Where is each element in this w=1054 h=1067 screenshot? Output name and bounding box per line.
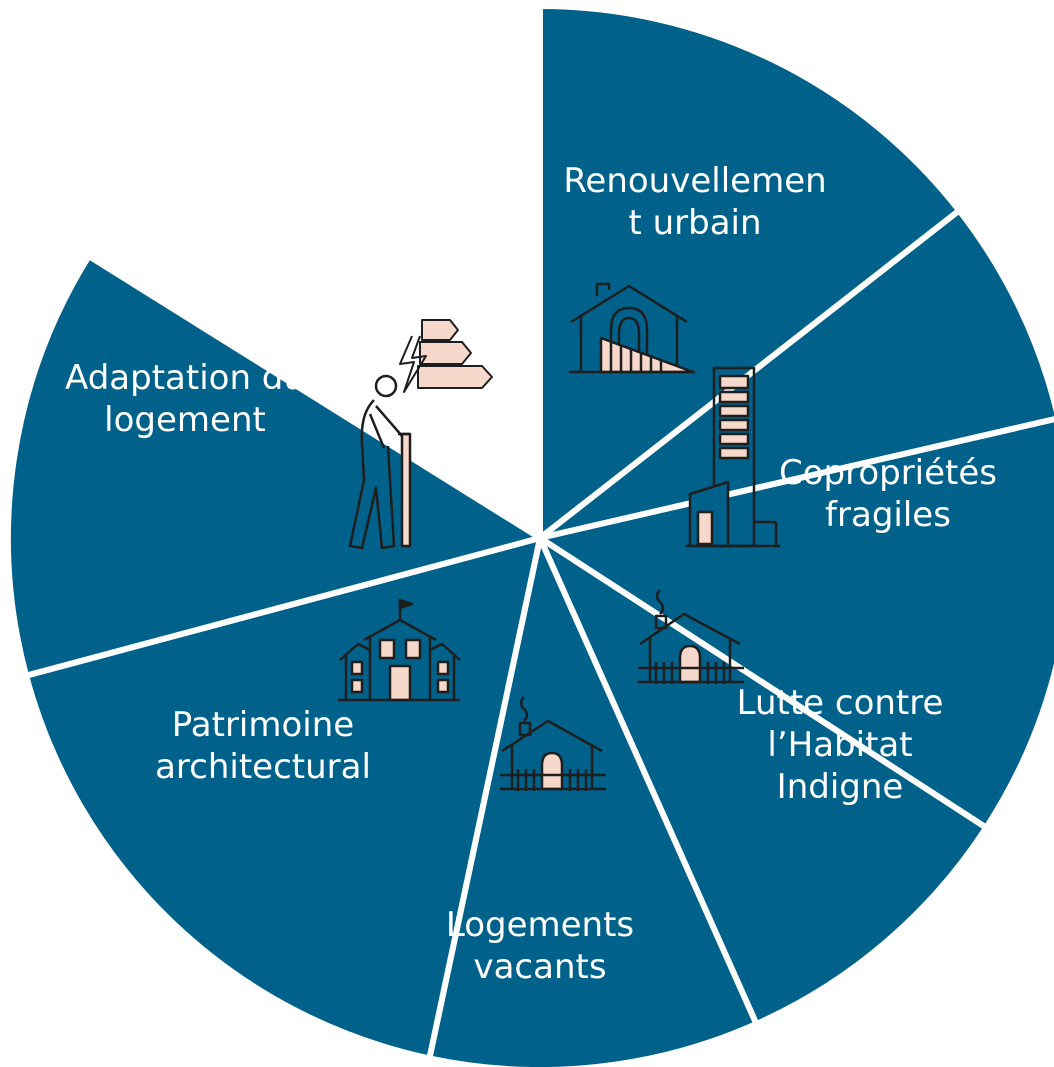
wheel-segment-adaptation-logement [5, 251, 548, 680]
shack-house-icon [638, 589, 744, 684]
segment-label-logements-vacants: Logements vacants [445, 905, 635, 987]
wheel-segment-logements-vacants [425, 528, 761, 1067]
wheel-segment-coproprietes-fragiles [532, 416, 1054, 832]
segment-label-lutte-habitat-indigne: Lutte contre l’Habitat Indigne [736, 683, 944, 807]
energy-label-icon [399, 319, 493, 393]
wheel-segment-patrimoine-architectural [22, 533, 544, 1062]
segment-label-adaptation-logement: Adaptation du logement [65, 358, 305, 440]
segment-label-amelioration-energetique: Amélioration énergétique [274, 161, 492, 243]
wheel-segment-amelioration-energetique [537, 2, 964, 545]
ruined-house-icon [569, 282, 695, 374]
apartment-buildings-icon [686, 366, 780, 548]
segment-label-coproprietes-fragiles: Copropriétés fragiles [778, 453, 998, 535]
shack-house-icon [500, 696, 606, 791]
wheel-segment-renouvellement-urbain [538, 206, 1054, 541]
historic-building-icon [338, 598, 461, 702]
elderly-person-cane-icon [348, 374, 412, 550]
wheel-segment-lutte-habitat-indigne [533, 529, 991, 1028]
segment-label-renouvellement-urbain: Renouvellemen t urbain [563, 161, 827, 243]
segment-label-patrimoine-architectural: Patrimoine architectural [155, 705, 371, 787]
